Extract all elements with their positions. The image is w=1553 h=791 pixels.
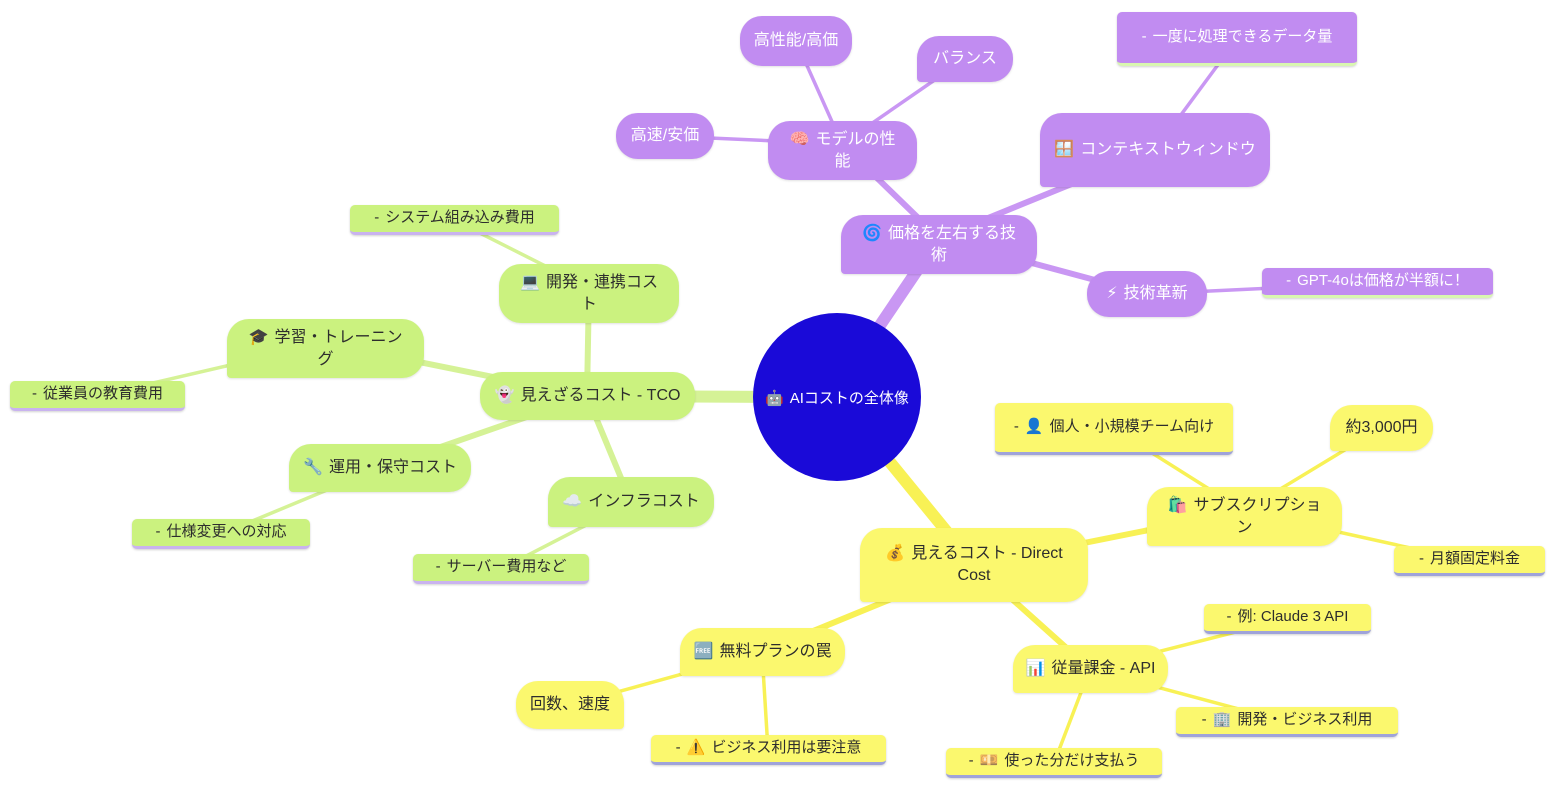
brain-icon: 🧠 [789, 131, 810, 148]
leaf-development-business-use[interactable]: -🏢開発・ビジネス利用 [1176, 707, 1398, 737]
graduation-cap-icon: 🎓 [248, 329, 269, 346]
node-high-performance-high-price[interactable]: 高性能/高価 [740, 16, 852, 66]
node-label: 見えざるコスト - TCO [520, 387, 681, 405]
leaf-fixed-monthly-fee[interactable]: -月額固定料金 [1394, 546, 1545, 576]
leaf-pay-only-for-usage[interactable]: -💴使った分だけ支払う [946, 748, 1162, 778]
node-label: モデルの性能 [815, 131, 896, 170]
node-count-speed-limits[interactable]: 回数、速度 [516, 681, 624, 729]
node-operation-maintenance-cost[interactable]: 🔧 運用・保守コスト [289, 444, 471, 492]
cloud-icon: ☁️ [562, 493, 583, 511]
node-development-integration-cost[interactable]: 💻 開発・連携コスト [499, 264, 679, 324]
wrench-icon: 🔧 [303, 459, 323, 477]
lightning-icon: ⚡ [1106, 285, 1118, 303]
node-label: 価格を左右する技術 [887, 225, 1016, 264]
node-invisible-cost-tco[interactable]: 👻 見えざるコスト - TCO [480, 372, 695, 420]
node-fast-cheap[interactable]: 高速/安価 [616, 113, 714, 159]
node-label: 高速/安価 [630, 127, 700, 145]
node-label: 見えるコスト - Direct Cost [911, 545, 1063, 584]
node-label: コンテキストウィンドウ [1080, 141, 1256, 159]
leaf-example-claude3-api[interactable]: -例: Claude 3 API [1204, 604, 1371, 634]
office-building-icon: 🏢 [1212, 711, 1232, 729]
yen-banknote-icon: 💴 [979, 752, 999, 770]
leaf-label: 一度に処理できるデータ量 [1152, 28, 1333, 46]
node-pay-as-you-go-api[interactable]: 📊 従量課金 - API [1013, 645, 1168, 693]
leaf-label: GPT-4oは価格が半額に！ [1297, 272, 1469, 290]
leaf-spec-change-response[interactable]: -仕様変更への対応 [132, 519, 310, 549]
shopping-bags-icon: 🛍️ [1167, 497, 1188, 514]
node-label: 技術革新 [1123, 285, 1188, 303]
node-label: 従量課金 - API [1051, 660, 1156, 678]
warning-icon: ⚠️ [686, 739, 706, 757]
leaf-label: 仕様変更への対応 [166, 523, 287, 541]
leaf-label: 開発・ビジネス利用 [1237, 711, 1373, 729]
node-visible-cost-direct[interactable]: 💰 見えるコスト - Direct Cost [860, 528, 1088, 602]
laptop-icon: 💻 [520, 274, 540, 291]
node-label: 学習・トレーニング [274, 329, 403, 368]
node-learning-training[interactable]: 🎓 学習・トレーニング [227, 319, 424, 379]
leaf-label: サーバー費用など [446, 558, 567, 576]
leaf-business-use-caution[interactable]: -⚠️ビジネス利用は要注意 [651, 735, 886, 765]
node-approx-3000-yen[interactable]: 約3,000円 [1330, 405, 1433, 451]
bar-chart-icon: 📊 [1025, 660, 1046, 678]
leaf-label: ビジネス利用は要注意 [711, 739, 862, 757]
node-subscription[interactable]: 🛍️ サブスクリプション [1147, 487, 1342, 547]
window-icon: 🪟 [1054, 141, 1075, 159]
node-label: 開発・連携コスト [545, 274, 658, 313]
leaf-system-integration-fee[interactable]: -システム組み込み費用 [350, 205, 559, 235]
node-label: 無料プランの罠 [719, 643, 832, 661]
leaf-data-processed-at-once[interactable]: -一度に処理できるデータ量 [1117, 12, 1357, 66]
central-node-ai-cost-overview[interactable]: 🤖 AIコストの全体像 [753, 313, 921, 481]
node-model-performance[interactable]: 🧠 モデルの性能 [768, 121, 917, 181]
node-infrastructure-cost[interactable]: ☁️ インフラコスト [548, 477, 714, 527]
money-bag-icon: 💰 [885, 545, 906, 563]
node-label: 回数、速度 [529, 696, 610, 714]
ghost-icon: 👻 [494, 387, 515, 405]
leaf-label: 個人・小規模チーム向け [1049, 418, 1215, 436]
leaf-label: 例: Claude 3 API [1237, 608, 1349, 626]
leaf-server-fees[interactable]: -サーバー費用など [413, 554, 589, 584]
person-icon: 👤 [1024, 418, 1044, 436]
node-price-technology[interactable]: 🌀 価格を左右する技術 [841, 215, 1037, 275]
leaf-label: システム組み込み費用 [385, 209, 535, 227]
leaf-personal-small-team[interactable]: -👤個人・小規模チーム向け [995, 403, 1233, 455]
cyclone-icon: 🌀 [862, 225, 882, 242]
node-label: 運用・保守コスト [328, 459, 457, 477]
leaf-label: 月額固定料金 [1429, 550, 1520, 568]
leaf-employee-education-cost[interactable]: -従業員の教育費用 [10, 381, 185, 411]
node-context-window[interactable]: 🪟 コンテキストウィンドウ [1040, 113, 1270, 187]
node-label: 高性能/高価 [753, 32, 839, 50]
node-balance[interactable]: バランス [917, 36, 1013, 82]
leaf-label: 使った分だけ支払う [1004, 752, 1140, 770]
central-node-label: AIコストの全体像 [789, 389, 909, 407]
node-label: バランス [933, 50, 997, 68]
node-label: インフラコスト [588, 493, 700, 511]
node-label: 約3,000円 [1345, 419, 1418, 437]
free-button-icon: 🆓 [693, 643, 714, 661]
robot-icon: 🤖 [765, 389, 784, 407]
node-technological-innovation[interactable]: ⚡ 技術革新 [1087, 271, 1207, 317]
leaf-gpt4o-half-price[interactable]: -GPT-4oは価格が半額に！ [1262, 268, 1493, 298]
node-free-plan-trap[interactable]: 🆓 無料プランの罠 [680, 628, 845, 676]
leaf-label: 従業員の教育費用 [42, 385, 163, 403]
node-label: サブスクリプション [1193, 497, 1322, 536]
